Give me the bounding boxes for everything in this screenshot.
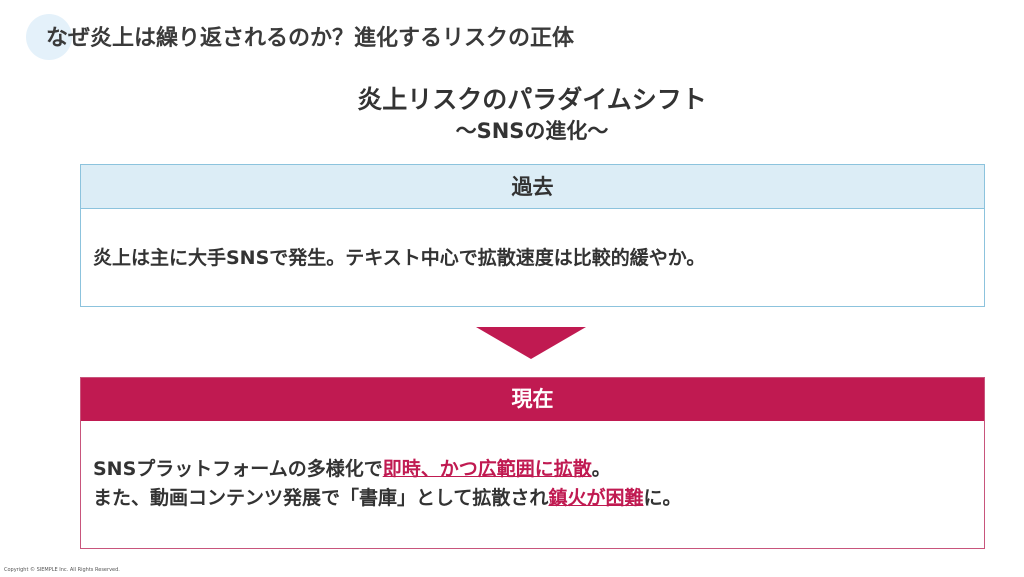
text: また、動画コンテンツ発展で「書庫」として拡散され: [93, 487, 549, 509]
past-text: 炎上は主に大手SNSで発生。テキスト中心で拡散速度は比較的緩やか。: [93, 247, 706, 269]
present-header: 現在: [81, 378, 984, 421]
present-line-1: SNSプラットフォームの多様化で即時、かつ広範囲に拡散。: [93, 455, 972, 484]
present-line-2: また、動画コンテンツ発展で「書庫」として拡散され鎮火が困難に。: [93, 484, 972, 513]
present-text: SNSプラットフォームの多様化で即時、かつ広範囲に拡散。 また、動画コンテンツ発…: [81, 421, 984, 513]
past-header: 過去: [81, 165, 984, 209]
copyright: Copyright © SIEMPLE Inc. All Rights Rese…: [4, 567, 120, 573]
highlight-text: 鎮火が困難: [548, 487, 644, 509]
text: SNSプラットフォームの多様化で: [93, 458, 383, 480]
past-box: 過去 炎上は主に大手SNSで発生。テキスト中心で拡散速度は比較的緩やか。: [80, 164, 985, 307]
page-title: なぜ炎上は繰り返されるのか？進化するリスクの正体: [46, 26, 575, 51]
text: に。: [643, 487, 682, 509]
present-box: 現在 SNSプラットフォームの多様化で即時、かつ広範囲に拡散。 また、動画コンテ…: [80, 377, 985, 549]
slide-subtitle: 〜SNSの進化〜: [455, 119, 609, 143]
text: 。: [591, 458, 611, 480]
title-decoration-circle: [26, 14, 72, 60]
down-arrow-icon: [476, 327, 586, 359]
slide-title: 炎上リスクのパラダイムシフト: [357, 85, 707, 114]
highlight-text: 即時、かつ広範囲に拡散: [382, 458, 592, 480]
